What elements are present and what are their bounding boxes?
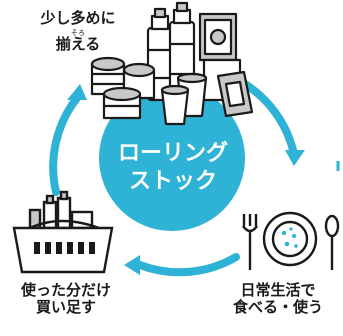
step-buy-line2: 揃える bbox=[55, 35, 101, 54]
plate-with-fork-and-spoon-icon bbox=[242, 211, 340, 270]
cycle-arrows bbox=[49, 80, 297, 277]
center-title-line2: ストック bbox=[128, 168, 217, 194]
cycle-arrow-left bbox=[49, 94, 81, 196]
arrowhead-down bbox=[285, 150, 305, 166]
step-buy-line1: 少し多めに bbox=[40, 9, 116, 27]
step-rebuy-line1: 使った分だけ bbox=[20, 281, 111, 299]
cycle-arrowheads bbox=[67, 84, 305, 275]
cycle-arrow-right bbox=[241, 80, 297, 154]
center-title: ローリング ストック bbox=[98, 140, 248, 195]
arrowhead-left bbox=[124, 255, 140, 275]
center-circle bbox=[99, 85, 245, 231]
step-eat-label: 日常生活で 食べる・使う bbox=[214, 281, 342, 317]
step-rebuy-line2: 買い足す bbox=[35, 298, 96, 317]
shopping-basket-icon bbox=[12, 190, 114, 274]
center-title-line1: ローリング bbox=[117, 141, 228, 166]
cycle-arrow-bottom bbox=[136, 253, 240, 277]
canned-food-and-water-bottles-icon bbox=[90, 1, 254, 126]
step-buy-label: 少し多めに そろ 揃える bbox=[14, 9, 142, 54]
step-buy-ruby: そろ bbox=[71, 29, 85, 38]
step-eat-line2: 食べる・使う bbox=[232, 298, 323, 317]
arrowhead-up bbox=[67, 84, 87, 100]
step-eat-line1: 日常生活で bbox=[240, 281, 316, 299]
step-rebuy-label: 使った分だけ 買い足す bbox=[2, 281, 130, 317]
